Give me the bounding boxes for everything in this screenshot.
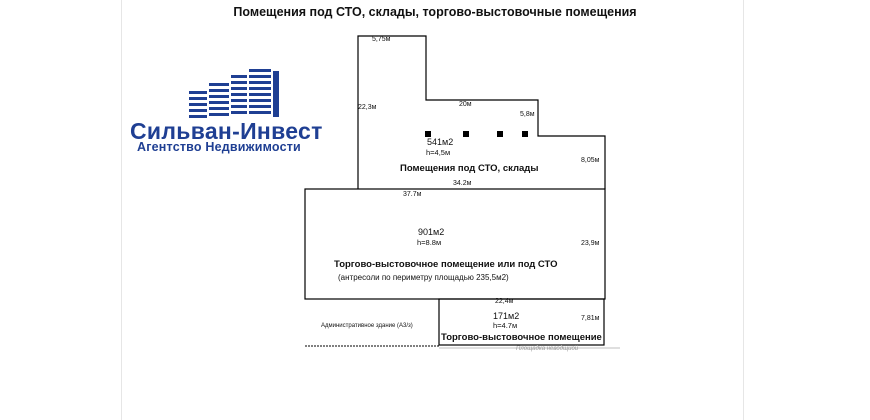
b3-name: Торгово-выстовочное помещение <box>441 332 602 343</box>
b2-height: h=8.8м <box>417 238 442 247</box>
brand-name: Сильван-Инвест <box>130 118 323 144</box>
b3-area: 171м2 <box>493 311 520 321</box>
page-title: Помещения под СТО, склады, торгово-высто… <box>233 5 637 19</box>
block2-outline <box>304 188 606 300</box>
dim-b2-right: 23,9м <box>581 240 600 247</box>
dim-b3-right: 7,81м <box>581 315 600 322</box>
column-marker <box>522 131 528 137</box>
dim-b3-top: 22,4м <box>495 298 514 305</box>
b1-height: h=4,5м <box>426 148 451 157</box>
dim-b2-top: 37.7м <box>403 191 422 198</box>
dim-b1-step: 20м <box>459 101 472 108</box>
b2-note: (антресоли по периметру площадью 235,5м2… <box>338 273 509 282</box>
image-frame <box>121 0 744 420</box>
b2-area: 901м2 <box>418 227 445 237</box>
dim-b1-bottom: 34.2м <box>453 180 472 187</box>
b1-area: 541м2 <box>427 137 454 147</box>
dim-b1-right: 8,05м <box>581 157 600 164</box>
admin-building-label: Административное здание (А3/з) <box>321 323 413 329</box>
dim-b1-left: 22,3м <box>358 104 377 111</box>
block3-outline <box>438 298 605 346</box>
building-logo-icon <box>189 69 279 118</box>
yard-label: Площадка неводщиой <box>516 346 579 352</box>
b1-name: Помещения под СТО, склады <box>400 163 539 174</box>
column-marker <box>463 131 469 137</box>
brand-subtitle: Агентство Недвижимости <box>137 140 301 154</box>
b3-height: h=4.7м <box>493 321 518 330</box>
column-marker <box>497 131 503 137</box>
column-marker <box>425 131 431 137</box>
b2-name: Торгово-выстовочное помещение или под СТ… <box>334 259 558 270</box>
dim-b1-step-h: 5,8м <box>520 111 535 118</box>
dim-b1-top: 5,75м <box>372 36 391 43</box>
block1-outline <box>357 35 606 189</box>
